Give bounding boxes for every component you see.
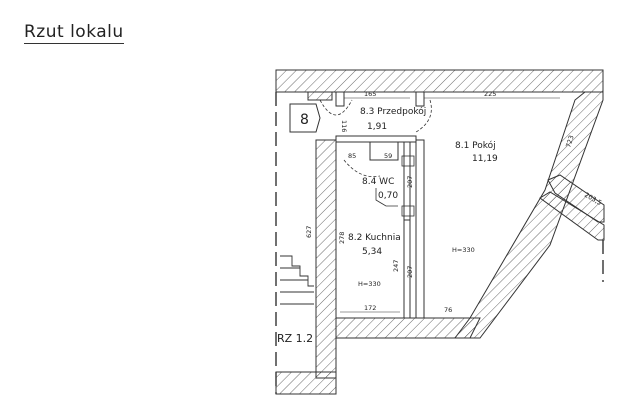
dim-627: 627 <box>305 226 313 238</box>
dim-85: 85 <box>348 152 356 160</box>
kitchen-fixture <box>401 205 415 217</box>
marker-label: 8 <box>300 112 309 128</box>
wall-top <box>275 69 604 93</box>
partition-kitchen-pokoj <box>415 139 425 319</box>
wc-toilet <box>375 188 398 207</box>
dim-59: 59 <box>384 152 392 160</box>
room-wc-area: 0,70 <box>378 191 398 201</box>
partition-hall-right <box>415 91 425 107</box>
partition-kitchen-inner <box>403 219 411 319</box>
height-kuchnia: H=330 <box>358 280 381 288</box>
wall-bottom <box>335 317 481 339</box>
apartment-marker <box>289 103 321 133</box>
dim-165: 165 <box>364 90 376 98</box>
stairs <box>280 255 314 305</box>
room-pokoj-area: 11,19 <box>472 154 498 164</box>
wall-bottom-left <box>275 371 337 395</box>
dim-172: 172 <box>364 304 376 312</box>
page-title: Rzut lokalu <box>24 22 124 44</box>
dim-278: 278 <box>338 232 346 244</box>
wall-right-extension <box>547 174 605 223</box>
wall-right-extension-lower <box>539 191 605 241</box>
height-pokoj: H=330 <box>452 246 475 254</box>
room-wc-name: 8.4 WC <box>362 177 394 187</box>
wall-left <box>315 139 337 379</box>
wall-entrance <box>307 91 333 101</box>
partition-hall-kitchen <box>335 135 417 143</box>
wc-outline <box>369 142 399 161</box>
partition-hall-left <box>335 91 345 107</box>
dim-116: 116 <box>340 120 348 132</box>
dim-723: 723 <box>564 134 575 148</box>
room-pokoj-name: 8.1 Pokój <box>455 140 496 151</box>
wc-fixture <box>401 155 415 167</box>
dim-207a: 207 <box>406 176 414 188</box>
room-kuchnia-area: 5,34 <box>362 247 382 257</box>
dim-225: 225 <box>484 90 496 98</box>
door-arc-entrance <box>319 99 353 116</box>
dim-76: 76 <box>444 306 452 314</box>
room-przedpokoj-area: 1,91 <box>367 122 387 132</box>
dim-207b: 207 <box>406 266 414 278</box>
room-kuchnia-name: 8.2 Kuchnia <box>348 233 401 243</box>
dim-247: 247 <box>392 260 400 272</box>
room-przedpokoj-name: 8.3 Przedpokój <box>360 106 426 117</box>
door-arc-wc <box>343 159 381 178</box>
staircase-label: RZ 1.2 <box>277 332 313 345</box>
